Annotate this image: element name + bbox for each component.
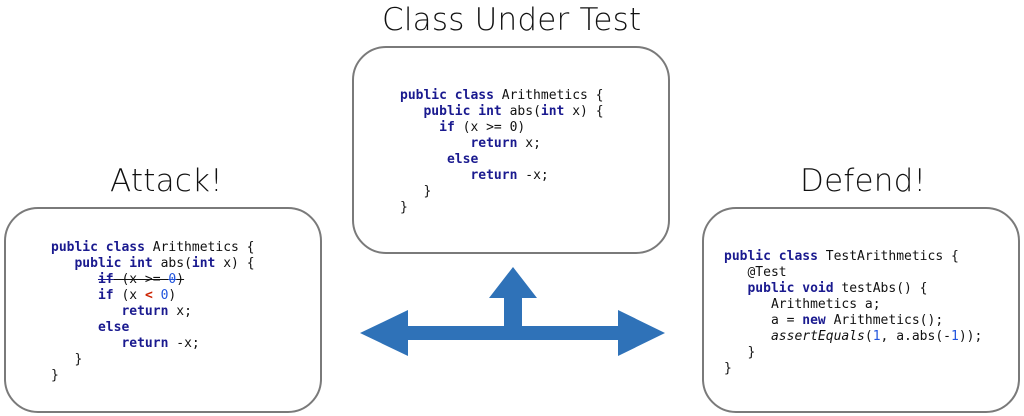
code-line: @Test (724, 265, 787, 280)
code-line: Arithmetics a; (724, 297, 881, 312)
code-token: } (724, 361, 732, 376)
code-token: -x; (517, 168, 549, 183)
code-token: Arithmetics(); (825, 313, 944, 328)
code-line: else (51, 320, 129, 335)
code-token: 0 (168, 272, 177, 287)
code-token: 1 (951, 329, 959, 344)
code-line: if (x >= 0) (400, 120, 525, 135)
code-line: } (724, 361, 732, 376)
code-token: int (191, 256, 216, 271)
code-token: int (540, 104, 565, 119)
mutant-code: public class Arithmetics { public int ab… (51, 240, 255, 384)
code-token: else (97, 320, 130, 335)
code-line: public int abs(int x) { (400, 104, 604, 119)
code-line: public int abs(int x) { (51, 256, 255, 271)
code-token: ) (168, 288, 177, 303)
code-token: -x; (168, 336, 200, 351)
code-line: } (724, 345, 755, 360)
attack-box: public class Arithmetics { public int ab… (4, 207, 322, 413)
code-token: return (470, 136, 518, 151)
code-token: if (439, 120, 455, 135)
test-code: public class TestArithmetics { @Test pub… (724, 249, 982, 377)
code-line: if (x >= 0) (51, 272, 184, 287)
code-line: else (400, 152, 478, 167)
code-line: assertEquals(1, a.abs(-1)); (724, 329, 982, 344)
code-token: @Test (724, 265, 787, 280)
code-line: } (51, 352, 82, 367)
code-token: public class (724, 249, 818, 264)
code-line: public void testAbs() { (724, 281, 928, 296)
attack-title: Attack! (110, 163, 223, 199)
code-line: return x; (400, 136, 541, 151)
arrow-shape (360, 267, 665, 356)
code-line: return x; (51, 304, 192, 319)
code-token: (x >= (113, 272, 169, 287)
code-line: } (400, 200, 408, 215)
code-line: public class Arithmetics { (51, 240, 255, 255)
code-token: abs( (152, 256, 192, 271)
code-line: return -x; (400, 168, 549, 183)
code-token: if (97, 272, 114, 287)
code-token: x) { (564, 104, 604, 119)
code-token: )); (958, 329, 983, 344)
code-token: 0 (160, 288, 169, 303)
defend-box: public class TestArithmetics { @Test pub… (702, 207, 1020, 413)
code-token: < (144, 288, 153, 303)
code-token: public int (423, 104, 502, 119)
code-token: x; (168, 304, 192, 319)
code-token: assertEquals (770, 329, 865, 344)
code-token: abs( (501, 104, 541, 119)
class-under-test-code: public class Arithmetics { public int ab… (400, 88, 604, 216)
code-token: public int (74, 256, 153, 271)
class-under-test-box: public class Arithmetics { public int ab… (352, 46, 670, 254)
code-token: ( (864, 329, 873, 344)
code-token: TestArithmetics { (817, 249, 959, 264)
code-line: } (400, 184, 431, 199)
code-token: x) { (215, 256, 255, 271)
code-token: } (400, 184, 432, 199)
code-token: ) (176, 272, 185, 287)
code-line: if (x < 0) (51, 288, 176, 303)
code-token: return (470, 168, 518, 183)
center-title: Class Under Test (382, 2, 642, 38)
code-token: 1 (872, 329, 881, 344)
code-token: public class (51, 240, 145, 255)
code-token: public void (747, 281, 834, 296)
code-token: testAbs() { (833, 281, 928, 296)
code-token: Arithmetics a; (724, 297, 881, 312)
code-line: public class TestArithmetics { (724, 249, 959, 264)
code-token: a = (724, 313, 803, 328)
code-token: else (446, 152, 479, 167)
code-token: } (51, 352, 83, 367)
defend-title: Defend! (800, 163, 927, 199)
code-token: return (121, 336, 169, 351)
code-token: Arithmetics { (144, 240, 255, 255)
code-token: } (724, 345, 756, 360)
code-line: a = new Arithmetics(); (724, 313, 943, 328)
code-token: (x >= 0) (454, 120, 526, 135)
code-token: (x (113, 288, 145, 303)
code-token: if (97, 288, 114, 303)
code-token: new (802, 313, 826, 328)
code-token: } (400, 200, 408, 215)
code-token: , a.abs(- (880, 329, 951, 344)
code-token: public class (400, 88, 494, 103)
code-token: } (51, 368, 59, 383)
code-token: x; (517, 136, 541, 151)
code-token: return (121, 304, 169, 319)
code-line: return -x; (51, 336, 200, 351)
code-line: } (51, 368, 59, 383)
code-line: public class Arithmetics { (400, 88, 604, 103)
code-token: Arithmetics { (493, 88, 604, 103)
